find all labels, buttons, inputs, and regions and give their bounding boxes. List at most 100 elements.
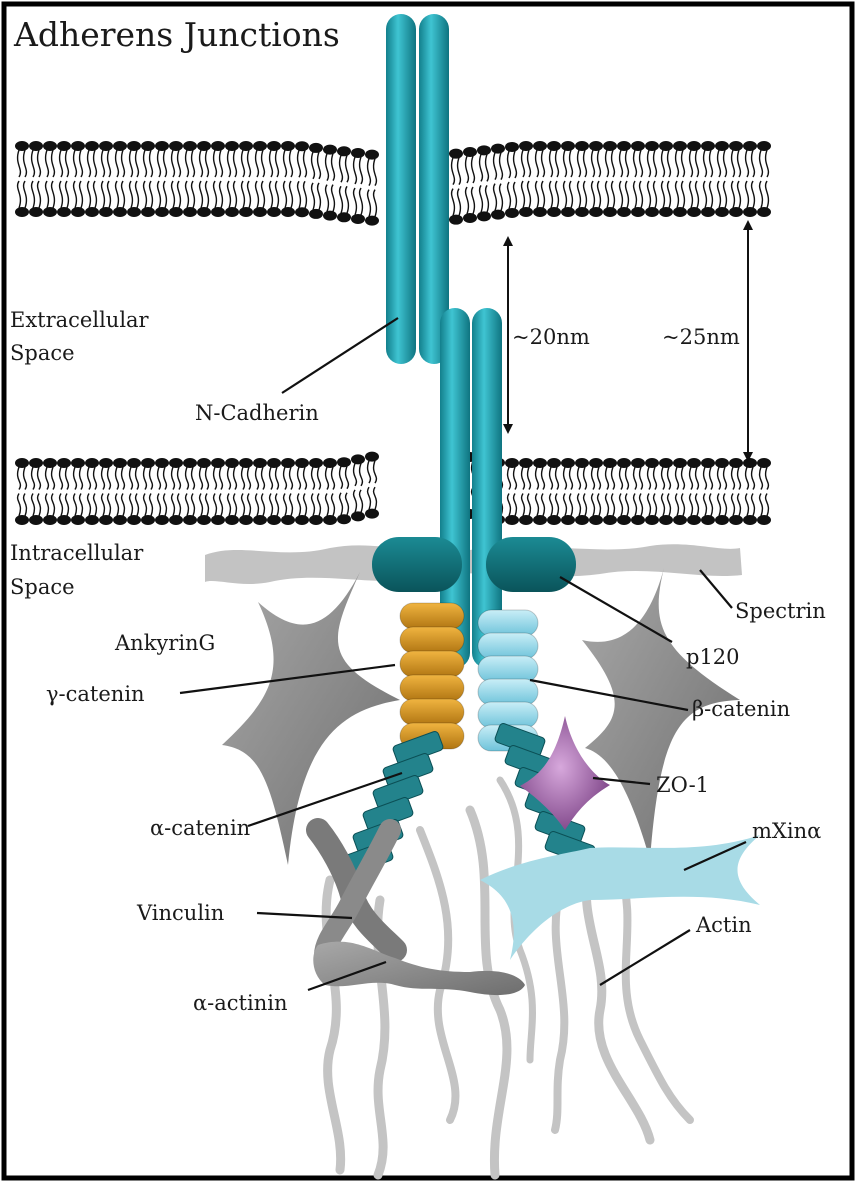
lipid-head <box>85 515 99 525</box>
lipid-tail <box>612 150 615 177</box>
lipid-tail <box>340 155 343 182</box>
lipid-tail <box>256 181 259 208</box>
gamma-catenin-segment <box>400 603 464 629</box>
lipid-head <box>169 458 183 468</box>
lipid-tail <box>654 494 657 517</box>
lipid-tail <box>136 467 139 490</box>
lipid-tail <box>368 159 371 186</box>
lipid-head <box>43 207 57 217</box>
lipid-head <box>645 207 659 217</box>
lipid-tail <box>290 494 293 517</box>
lipid-tail <box>564 494 567 517</box>
lipid-head <box>561 515 575 525</box>
lipid-tail <box>570 467 573 490</box>
lipid-tail <box>136 150 139 177</box>
lipid-head <box>575 458 589 468</box>
alpha-actinin <box>313 942 525 995</box>
lipid-tail <box>178 150 181 177</box>
lipid-tail <box>242 494 245 517</box>
region-intracellular-2: Space <box>10 575 75 599</box>
lipid-tail <box>598 494 601 517</box>
lipid-head <box>141 141 155 151</box>
lipid-head <box>99 141 113 151</box>
lipid-tail <box>318 183 321 210</box>
lipid-head <box>729 458 743 468</box>
lipid-tail <box>746 494 749 517</box>
lipid-tail <box>584 181 587 208</box>
lipid-head <box>239 515 253 525</box>
lipid-head <box>267 141 281 151</box>
lipid-tail <box>760 181 763 208</box>
lipid-head <box>449 215 463 225</box>
lipid-tail <box>262 181 265 208</box>
lipid-tail <box>718 467 721 490</box>
lipid-tail <box>276 494 279 517</box>
lipid-tail <box>766 467 769 490</box>
lipid-head <box>211 141 225 151</box>
lipid-tail <box>200 494 203 517</box>
lipid-tail <box>276 181 279 208</box>
lipid-tail <box>766 494 769 517</box>
lipid-tail <box>284 181 287 208</box>
lipid-head <box>491 210 505 220</box>
lipid-head <box>337 457 351 467</box>
lipid-tail <box>612 494 615 517</box>
lipid-tail <box>522 467 525 490</box>
lipid-tail <box>606 181 609 208</box>
lipid-head <box>645 515 659 525</box>
lipid-tail <box>634 494 637 517</box>
lipid-tail <box>94 467 97 490</box>
lipid-tail <box>668 467 671 490</box>
lipid-head <box>239 141 253 151</box>
lipid-tail <box>66 494 69 517</box>
lipid-tail <box>102 181 105 208</box>
lipid-head <box>155 207 169 217</box>
lipid-tail <box>640 494 643 517</box>
lipid-tail <box>66 150 69 177</box>
label-beta-catenin: β-catenin <box>692 697 790 721</box>
lipid-tail <box>74 181 77 208</box>
lipid-head <box>337 146 351 156</box>
lipid-tail <box>696 494 699 517</box>
lipid-tail <box>584 494 587 517</box>
lipid-tail <box>150 467 153 490</box>
lipid-head <box>127 207 141 217</box>
lipid-tail <box>514 494 517 517</box>
lipid-tail <box>312 467 315 490</box>
lipid-tail <box>662 150 665 177</box>
lipid-tail <box>248 150 251 177</box>
lipid-tail <box>32 181 35 208</box>
lipid-tail <box>528 494 531 517</box>
lipid-tail <box>304 181 307 208</box>
lipid-head <box>309 515 323 525</box>
lipid-tail <box>290 467 293 490</box>
lipid-head <box>701 515 715 525</box>
label-mxin-alpha: mXinα <box>752 819 821 843</box>
lipid-head <box>505 208 519 218</box>
lipid-tail <box>24 181 27 208</box>
lipid-tail <box>108 494 111 517</box>
lipid-tail <box>256 494 259 517</box>
lipid-head <box>673 515 687 525</box>
lipid-head <box>729 207 743 217</box>
lipid-tail <box>634 467 637 490</box>
lipid-tail <box>158 467 161 490</box>
lipid-tail <box>626 467 629 490</box>
lipid-tail <box>710 494 713 517</box>
lipid-tail <box>164 467 167 490</box>
lipid-tail <box>704 181 707 208</box>
lipid-head <box>757 458 771 468</box>
lipid-tail <box>192 494 195 517</box>
lipid-tail <box>578 150 581 177</box>
lipid-tail <box>584 150 587 177</box>
lipid-head <box>463 213 477 223</box>
lipid-tail <box>172 150 175 177</box>
lipid-head <box>169 141 183 151</box>
lipid-tail <box>564 150 567 177</box>
label-vinculin: Vinculin <box>136 901 224 925</box>
lipid-head <box>323 458 337 468</box>
lipid-tail <box>682 467 685 490</box>
lipid-head <box>211 515 225 525</box>
lipid-tail <box>704 150 707 177</box>
